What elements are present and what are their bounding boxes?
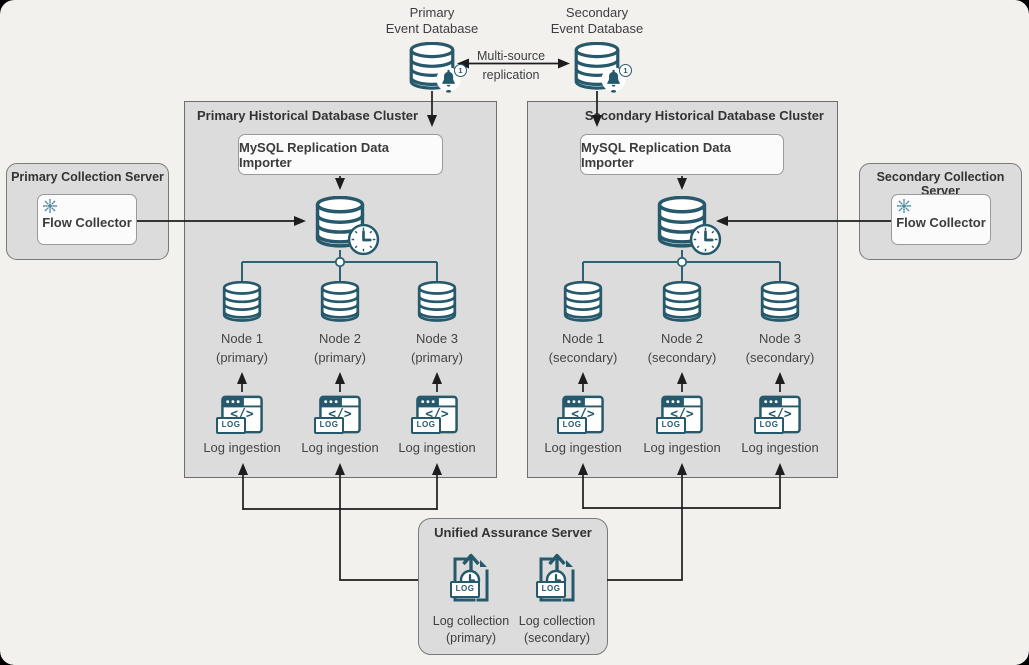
primary-event-db-label: Primary Event Database [385,5,479,36]
log-ingestion-label: Log ingestion [544,440,622,455]
notification-badge: 1 [619,64,632,77]
secondary-cluster-title: Secondary Historical Database Cluster [584,108,824,123]
log-badge: LOG [450,581,480,598]
node-db-icon [561,281,605,328]
sun-icon [43,199,57,213]
assurance-server-box: Unified Assurance Server [418,518,608,655]
log-badge: LOG [656,417,686,434]
log-collection-primary-label: Log collection (primary) [432,614,510,645]
log-badge: LOG [536,581,566,598]
primary-cluster-title: Primary Historical Database Cluster [197,108,419,123]
secondary-mysql-importer: MySQL Replication Data Importer [580,134,784,175]
node-label: Node 2(primary) [314,331,366,365]
secondary-event-database-icon: 1 [571,42,632,91]
log-ingestion-label: Log ingestion [398,440,476,455]
primary-mysql-importer-label: MySQL Replication Data Importer [239,139,390,170]
log-ingestion-label: Log ingestion [203,440,281,455]
log-ingestion-label: Log ingestion [643,440,721,455]
log-ingestion-label: Log ingestion [741,440,819,455]
secondary-flow-collector-label: Flow Collector [896,215,986,230]
log-badge: LOG [216,417,246,434]
replication-label-line2: replication [482,68,540,82]
log-collection-secondary-icon: LOG [533,549,581,607]
log-ingestion-label: Log ingestion [301,440,379,455]
assurance-server-title: Unified Assurance Server [434,525,592,540]
log-ingestion-icon: </> LOG [216,394,263,436]
secondary-event-db-label: Secondary Event Database [550,5,644,36]
node-db-icon [318,281,362,328]
clock-icon [347,223,380,256]
node-db-icon [758,281,802,328]
node-db-icon [415,281,459,328]
log-badge: LOG [314,417,344,434]
sun-icon [897,199,911,213]
primary-cluster-database-icon [312,196,368,250]
log-badge: LOG [754,417,784,434]
primary-mysql-importer: MySQL Replication Data Importer [238,134,443,175]
log-ingestion-icon: </> LOG [411,394,458,436]
secondary-cluster-database-icon [654,196,710,250]
log-ingestion-icon: </> LOG [314,394,361,436]
log-collection-secondary-label: Log collection (secondary) [518,614,596,645]
node-db-icon [220,281,264,328]
log-ingestion-icon: </> LOG [557,394,604,436]
log-collection-primary-icon: LOG [447,549,495,607]
node-label: Node 1(secondary) [548,331,618,365]
primary-flow-collector-label: Flow Collector [42,215,132,230]
node-label: Node 3(secondary) [745,331,815,365]
log-badge: LOG [411,417,441,434]
node-label: Node 2(secondary) [647,331,717,365]
primary-flow-collector: Flow Collector [37,194,137,245]
node-label: Node 3(primary) [411,331,463,365]
log-ingestion-icon: </> LOG [656,394,703,436]
log-badge: LOG [557,417,587,434]
secondary-mysql-importer-label: MySQL Replication Data Importer [581,139,732,170]
primary-collection-server-title: Primary Collection Server [11,170,164,184]
secondary-flow-collector: Flow Collector [891,194,991,245]
clock-icon [689,223,722,256]
node-db-icon [660,281,704,328]
log-ingestion-icon: </> LOG [754,394,801,436]
node-label: Node 1(primary) [216,331,268,365]
replication-label-line1: Multi-source [476,49,546,63]
